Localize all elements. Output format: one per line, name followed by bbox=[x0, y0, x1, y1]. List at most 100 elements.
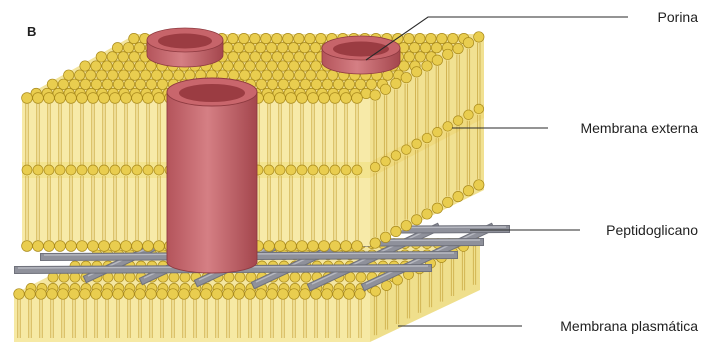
lipid-head bbox=[33, 165, 43, 175]
lipid-head bbox=[154, 165, 164, 175]
lipid-head bbox=[47, 79, 57, 89]
lipid-head bbox=[305, 33, 315, 43]
lipid-head bbox=[341, 165, 351, 175]
lipid-head bbox=[174, 70, 184, 80]
lipid-head bbox=[341, 241, 352, 252]
lipid-head bbox=[352, 93, 363, 104]
lipid-head bbox=[297, 241, 308, 252]
lipid-head bbox=[264, 93, 275, 104]
lipid-head bbox=[380, 84, 390, 94]
lipid-head bbox=[267, 79, 277, 89]
lipid-head bbox=[333, 79, 343, 89]
lipid-head bbox=[256, 289, 267, 300]
lipid-head bbox=[356, 272, 366, 282]
peptidoglycan-label: Peptidoglicano bbox=[606, 222, 698, 238]
lipid-head bbox=[135, 289, 146, 300]
lipid-head bbox=[88, 93, 99, 104]
lipid-head bbox=[114, 272, 124, 282]
lipid-head bbox=[300, 289, 311, 300]
lipid-head bbox=[301, 272, 311, 282]
lipid-head bbox=[267, 61, 277, 71]
lipid-head bbox=[143, 165, 153, 175]
lipid-head bbox=[264, 241, 275, 252]
porin-back-left bbox=[147, 28, 223, 67]
lipid-head bbox=[245, 289, 256, 300]
lipid-head bbox=[261, 33, 271, 43]
lipid-head bbox=[306, 70, 316, 80]
lipid-head bbox=[113, 289, 124, 300]
lipid-head bbox=[91, 79, 101, 89]
plasma-membrane-front-face bbox=[14, 294, 370, 342]
lipid-head bbox=[294, 33, 304, 43]
lipid-head bbox=[426, 33, 436, 43]
lipid-head bbox=[66, 165, 76, 175]
lipid-head bbox=[443, 122, 453, 132]
lipid-head bbox=[380, 232, 390, 242]
lipid-head bbox=[422, 133, 432, 143]
lipid-head bbox=[275, 165, 285, 175]
lipid-head bbox=[474, 180, 484, 190]
lipid-head bbox=[464, 110, 474, 120]
lipid-head bbox=[277, 43, 287, 53]
lipid-head bbox=[250, 33, 260, 43]
lipid-head bbox=[66, 93, 77, 104]
lipid-head bbox=[99, 165, 109, 175]
lipid-head bbox=[88, 165, 98, 175]
lipid-head bbox=[415, 52, 425, 62]
lipid-head bbox=[297, 165, 307, 175]
lipid-head bbox=[453, 43, 463, 53]
lipid-head bbox=[132, 241, 143, 252]
lipid-head bbox=[278, 289, 289, 300]
lipid-head bbox=[283, 33, 293, 43]
lipid-head bbox=[283, 52, 293, 62]
lipid-head bbox=[278, 79, 288, 89]
lipid-head bbox=[240, 70, 250, 80]
lipid-head bbox=[370, 162, 380, 172]
lipid-head bbox=[453, 191, 463, 201]
lipid-head bbox=[146, 289, 157, 300]
lipid-head bbox=[80, 61, 90, 71]
lipid-head bbox=[113, 79, 123, 89]
lipid-head bbox=[288, 43, 298, 53]
lipid-head bbox=[141, 70, 151, 80]
lipid-head bbox=[163, 70, 173, 80]
lipid-head bbox=[352, 165, 362, 175]
lipid-head bbox=[261, 52, 271, 62]
lipid-head bbox=[284, 70, 294, 80]
lipid-head bbox=[319, 241, 330, 252]
lipid-head bbox=[355, 79, 365, 89]
lipid-head bbox=[121, 165, 131, 175]
lipid-head bbox=[267, 289, 278, 300]
lipid-head bbox=[234, 289, 245, 300]
lipid-head bbox=[75, 70, 85, 80]
lipid-head bbox=[300, 79, 310, 89]
lipid-head bbox=[130, 70, 140, 80]
lipid-head bbox=[330, 93, 341, 104]
lipid-head bbox=[401, 145, 411, 155]
lipid-head bbox=[58, 79, 68, 89]
lipid-head bbox=[437, 33, 447, 43]
lipid-head bbox=[273, 70, 283, 80]
lipid-head bbox=[110, 93, 121, 104]
porin-front-tall bbox=[167, 78, 257, 273]
lipid-head bbox=[25, 289, 36, 300]
lipid-head bbox=[222, 43, 232, 53]
lipid-head bbox=[330, 241, 341, 252]
lipid-head bbox=[22, 93, 33, 104]
lipid-head bbox=[77, 93, 88, 104]
lipid-head bbox=[108, 70, 118, 80]
panel-letter: B bbox=[27, 24, 36, 39]
lipid-head bbox=[96, 52, 106, 62]
lipid-head bbox=[33, 93, 44, 104]
lipid-head bbox=[412, 139, 422, 149]
lipid-head bbox=[44, 241, 55, 252]
lipid-head bbox=[169, 272, 179, 282]
lipid-head bbox=[391, 151, 401, 161]
lipid-head bbox=[228, 52, 238, 62]
lipid-head bbox=[286, 165, 296, 175]
lipid-head bbox=[311, 61, 321, 71]
lipid-head bbox=[255, 43, 265, 53]
lipid-head bbox=[371, 286, 381, 296]
lipid-head bbox=[91, 61, 101, 71]
lipid-head bbox=[244, 43, 254, 53]
